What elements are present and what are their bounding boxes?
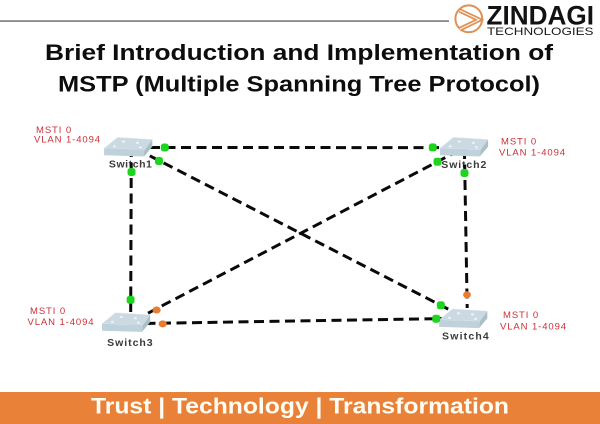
svg-text:VLAN 1-4094: VLAN 1-4094 (28, 317, 95, 328)
svg-text:Brief Introduction and Impleme: Brief Introduction and Implementation of (45, 40, 554, 65)
svg-text:MSTI 0: MSTI 0 (30, 306, 66, 317)
svg-text:TECHNOLOGIES: TECHNOLOGIES (487, 26, 594, 38)
svg-text:ZINDAGI: ZINDAGI (487, 1, 595, 31)
svg-text:VLAN 1-4094: VLAN 1-4094 (499, 148, 566, 159)
svg-text:MSTI 0: MSTI 0 (501, 137, 537, 148)
svg-text:VLAN 1-4094: VLAN 1-4094 (34, 135, 101, 146)
svg-text:Switch3: Switch3 (107, 337, 153, 349)
svg-text:Trust | Technology | Transform: Trust | Technology | Transformation (91, 393, 509, 418)
svg-text:MSTI 0: MSTI 0 (36, 125, 72, 136)
svg-text:Switch4: Switch4 (442, 331, 489, 343)
svg-text:MSTP (Multiple Spanning Tree P: MSTP (Multiple Spanning Tree Protocol) (58, 72, 540, 97)
svg-text:MSTI 0: MSTI 0 (503, 310, 539, 321)
svg-text:VLAN 1-4094: VLAN 1-4094 (500, 321, 567, 332)
